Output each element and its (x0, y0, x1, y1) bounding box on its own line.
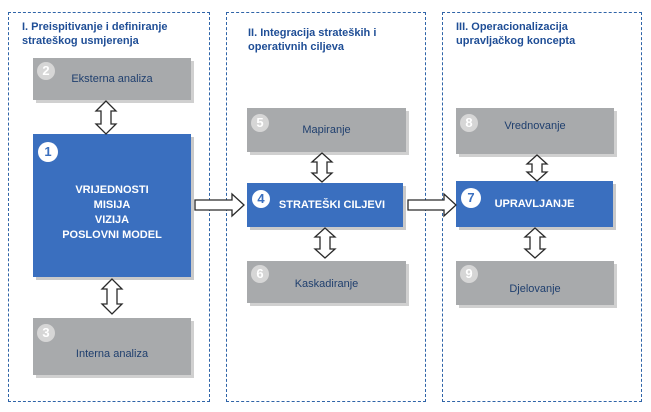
badge-6: 6 (251, 265, 269, 283)
badge-9: 9 (460, 265, 478, 283)
box-interna-analiza-label: Interna analiza (75, 347, 149, 360)
panel-1-title-line1: I. Preispitivanje i definiranje (22, 21, 168, 33)
box-mapiranje-label: Mapiranje (302, 124, 351, 136)
badge-3: 3 (37, 324, 55, 342)
box-djelovanje: 9 Djelovanje (456, 261, 614, 305)
panel-3-title: III. Operacionalizacija upravljačkog kon… (456, 20, 575, 48)
panel-3-title-line1: III. Operacionalizacija (456, 21, 568, 33)
panel-2-title-line2: operativnih ciljeva (248, 41, 344, 53)
box-eksterna-analiza: 2 Eksterna analiza (33, 58, 191, 100)
block-arrow-panel1-to-panel2 (194, 192, 245, 218)
double-arrow-map-to-cilj (310, 152, 334, 183)
box-kaskadiranje-label: Kaskadiranje (294, 278, 359, 290)
box-main-1-text: VRIJEDNOSTI MISIJA VIZIJA POSLOVNI MODEL (62, 183, 162, 243)
badge-1: 1 (38, 142, 58, 162)
box-vrednovanje: 8 Vrednovanje (456, 108, 614, 154)
line-misija: MISIJA (93, 198, 131, 211)
panel-2-title-line1: II. Integracija strateških i (248, 27, 377, 39)
double-arrow-ext-to-main (94, 100, 118, 135)
box-eksterna-analiza-label: Eksterna analiza (71, 73, 153, 85)
badge-5: 5 (251, 114, 269, 132)
box-kaskadiranje: 6 Kaskadiranje (247, 261, 406, 303)
panel-1-title: I. Preispitivanje i definiranje stratešk… (22, 20, 168, 48)
box-upravljanje: 7 UPRAVLJANJE (456, 181, 613, 227)
box-interna-analiza: 3 Interna analiza (33, 318, 191, 375)
box-djelovanje-label: Djelovanje (509, 283, 561, 295)
box-strateski-ciljevi-label: STRATEŠKI CILJEVI (278, 199, 386, 211)
box-vrednovanje-label: Vrednovanje (504, 120, 566, 132)
panel-1-title-line2: strateškog usmjerenja (22, 35, 139, 47)
box-strateski-ciljevi: 4 STRATEŠKI CILJEVI (247, 183, 403, 227)
double-arrow-main-to-int (100, 278, 124, 315)
panel-3-title-line2: upravljačkog koncepta (456, 35, 576, 47)
box-mapiranje: 5 Mapiranje (247, 108, 406, 152)
line-vizija: VIZIJA (94, 213, 130, 226)
badge-8: 8 (460, 114, 478, 132)
double-arrow-vred-to-uprav (525, 154, 549, 182)
badge-7: 7 (461, 188, 481, 208)
line-vrijednosti: VRIJEDNOSTI (75, 183, 149, 196)
double-arrow-uprav-to-djel (523, 227, 547, 259)
block-arrow-panel2-to-panel3 (407, 192, 457, 218)
box-vrijednosti-misija-vizija: 1 VRIJEDNOSTI MISIJA VIZIJA POSLOVNI MOD… (33, 134, 191, 277)
badge-4: 4 (252, 190, 270, 208)
box-upravljanje-label: UPRAVLJANJE (494, 198, 575, 210)
line-poslovni-model: POSLOVNI MODEL (62, 228, 162, 241)
badge-2: 2 (37, 62, 55, 80)
panel-2-title: II. Integracija strateških i operativnih… (248, 26, 376, 54)
double-arrow-cilj-to-kask (313, 227, 337, 259)
